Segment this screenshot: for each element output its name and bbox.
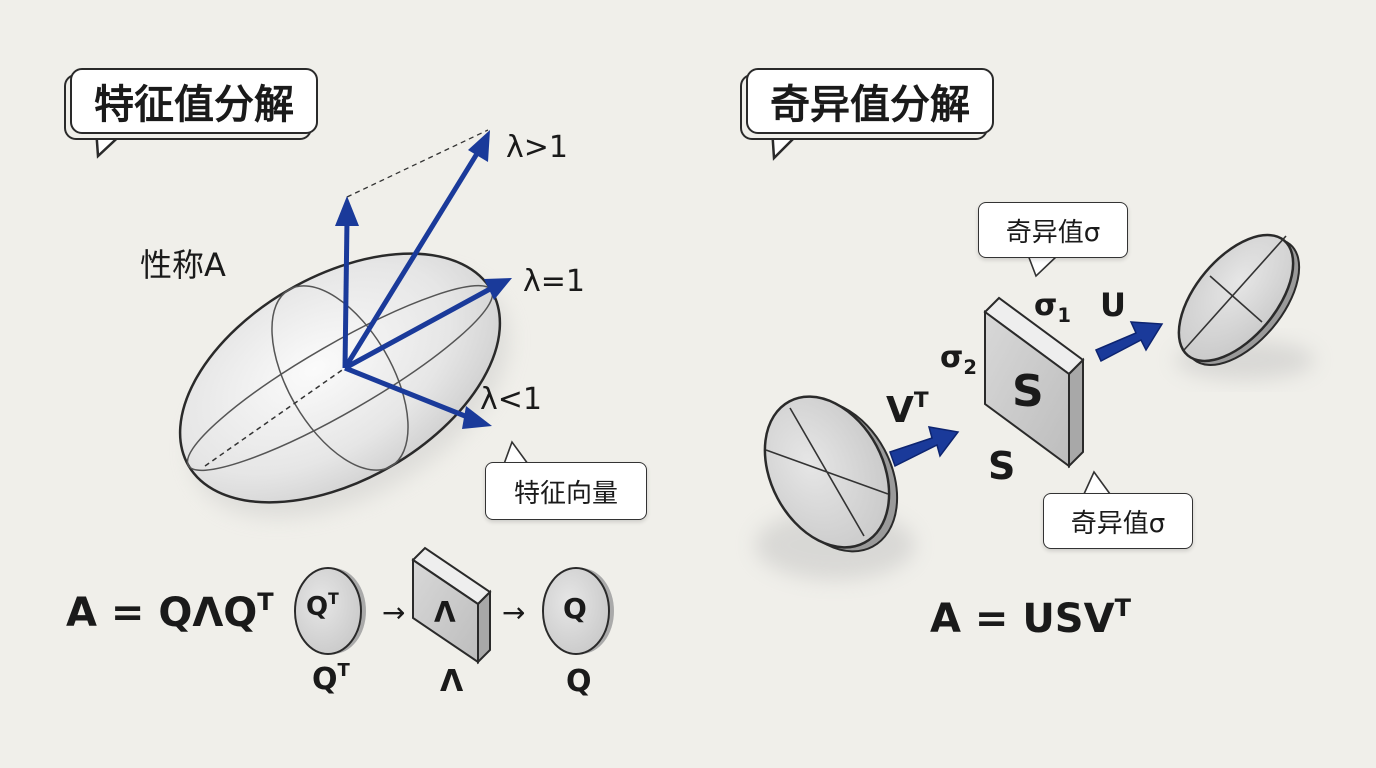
u-label: U bbox=[1100, 286, 1126, 324]
arrow-u bbox=[1094, 321, 1164, 363]
eigen-formula-sup: T bbox=[257, 587, 274, 616]
eigen-decomposition-title: 特征值分解 bbox=[70, 68, 318, 134]
q-transpose-disc-text: Q bbox=[306, 592, 329, 622]
s-box bbox=[983, 296, 1085, 469]
arrow-vt bbox=[889, 426, 960, 468]
lambda-box bbox=[411, 546, 492, 665]
svd-formula: A = USVT bbox=[930, 593, 1131, 642]
step-arrow-1: → bbox=[382, 596, 406, 629]
q-transpose-disc-label: QT bbox=[306, 590, 339, 622]
vt-label: VT bbox=[886, 387, 929, 431]
eigenvector-callout: 特征向量 bbox=[485, 462, 647, 520]
arrow-gt1 bbox=[342, 150, 481, 370]
q-caption: Q bbox=[566, 664, 592, 699]
arrow-lt1-head bbox=[462, 406, 492, 429]
lambda-eq1-label: λ=1 bbox=[523, 264, 585, 299]
step-arrow-2: → bbox=[502, 596, 526, 629]
output-ellipse bbox=[1175, 233, 1315, 380]
symmetric-matrix-label: 性称A bbox=[140, 246, 226, 284]
sigma1-text: σ bbox=[1034, 288, 1058, 323]
ellipsoid-axis-dashed bbox=[204, 367, 346, 467]
svd-formula-sup: T bbox=[1114, 593, 1131, 622]
ellipsoid-meridian bbox=[271, 285, 409, 471]
sigma2-text: σ bbox=[940, 340, 964, 375]
svd-title: 奇异值分解 bbox=[746, 68, 994, 134]
q-transpose-caption-text: Q bbox=[312, 662, 338, 697]
arrow-vertical-head bbox=[335, 196, 359, 226]
q-disc bbox=[542, 567, 614, 655]
q-transpose-caption: QT bbox=[312, 660, 350, 697]
q-transpose-disc bbox=[294, 567, 366, 655]
lambda-gt1-label: λ>1 bbox=[506, 130, 568, 165]
symmetric-ellipsoid bbox=[178, 129, 510, 519]
vt-sup: T bbox=[913, 387, 929, 413]
lambda-lt1-label: λ<1 bbox=[480, 382, 542, 417]
s-caption: S bbox=[988, 444, 1016, 488]
q-transpose-caption-sup: T bbox=[337, 660, 350, 682]
sigma1-sub: 1 bbox=[1057, 303, 1071, 327]
eigen-formula-main: A = QΛQ bbox=[66, 590, 258, 636]
callout-tails bbox=[94, 126, 808, 161]
arrow-eq1-head bbox=[484, 278, 512, 300]
lambda-box-label: Λ bbox=[434, 596, 456, 629]
singular-value-callout-bottom: 奇异值σ bbox=[1043, 493, 1193, 549]
sigma2-sub: 2 bbox=[963, 355, 977, 379]
sigma2-label: σ2 bbox=[940, 340, 977, 379]
arrow-lt1 bbox=[344, 365, 471, 421]
arrow-vertical bbox=[342, 219, 350, 369]
arrow-gt1-head bbox=[468, 130, 490, 162]
input-disc bbox=[755, 395, 915, 580]
vt-text: V bbox=[886, 390, 914, 431]
s-box-label: S bbox=[1012, 366, 1044, 417]
q-disc-label: Q bbox=[563, 592, 587, 625]
eigenvector-arrows bbox=[335, 130, 512, 429]
eigen-formula: A = QΛQT bbox=[66, 587, 274, 636]
projection-dashed-line bbox=[346, 129, 489, 198]
sigma1-label: σ1 bbox=[1034, 288, 1071, 327]
singular-value-callout-top: 奇异值σ bbox=[978, 202, 1128, 258]
lambda-caption: Λ bbox=[440, 664, 464, 699]
svd-formula-main: A = USV bbox=[930, 596, 1115, 642]
arrow-eq1 bbox=[343, 286, 492, 371]
q-transpose-disc-sup: T bbox=[328, 590, 339, 609]
